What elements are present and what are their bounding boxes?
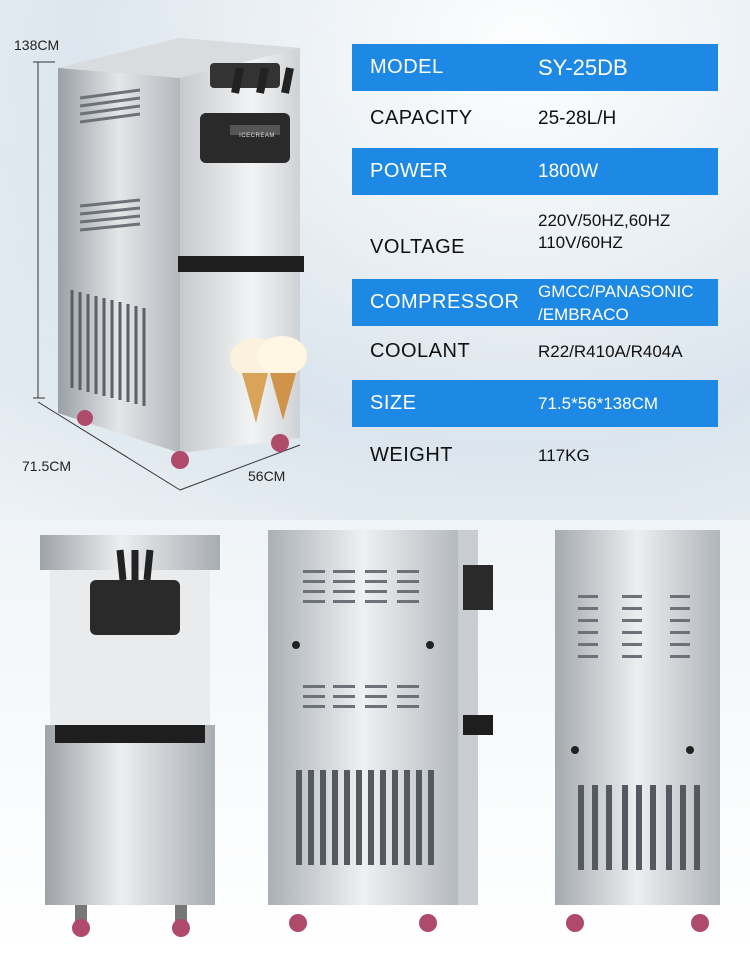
side-view-machine-image (268, 530, 493, 932)
spec-label: MODEL (370, 56, 444, 78)
spec-label: CAPACITY (370, 107, 473, 129)
spec-value: 1800W (538, 160, 599, 182)
spec-value-line2: 110V/60HZ (538, 233, 623, 252)
spec-label: VOLTAGE (370, 236, 466, 258)
spec-value: SY-25DB (538, 54, 628, 80)
spec-label: WEIGHT (370, 444, 453, 466)
spec-label: POWER (370, 160, 449, 182)
spec-row-size: SIZE 71.5*56*138CM (352, 380, 718, 427)
spec-value-line1: 220V/50HZ,60HZ (538, 211, 671, 230)
spec-row-weight: WEIGHT 117KG (352, 432, 718, 479)
spec-row-power: POWER 1800W (352, 148, 718, 195)
height-dimension-label: 138CM (14, 37, 60, 53)
spec-label: COMPRESSOR (370, 291, 520, 313)
icecream-badge: ICECREAM (239, 133, 275, 139)
spec-row-model: MODEL SY-25DB (352, 44, 718, 91)
spec-row-coolant: COOLANT R22/R410A/R404A (352, 328, 718, 375)
spec-value: 25-28L/H (538, 107, 617, 129)
spec-value: R22/R410A/R404A (538, 341, 683, 361)
spec-value-line1: GMCC/PANASONIC (538, 282, 694, 301)
spec-row-capacity: CAPACITY 25-28L/H (352, 95, 718, 142)
spec-label: SIZE (370, 392, 417, 414)
spec-label: COOLANT (370, 340, 471, 362)
spec-value-line2: /EMBRACO (538, 305, 629, 324)
depth-dimension-label: 71.5CM (22, 458, 72, 474)
back-view-machine-image (555, 530, 720, 932)
spec-value: 71.5*56*138CM (538, 393, 659, 413)
dimension-lines (33, 61, 301, 491)
spec-row-voltage: VOLTAGE 220V/50HZ,60HZ 110V/60HZ (352, 210, 718, 270)
main-machine-image (58, 38, 307, 469)
front-view-machine-image (40, 535, 220, 937)
spec-value: 117KG (538, 445, 590, 465)
width-dimension-label: 56CM (248, 468, 286, 484)
spec-row-compressor: COMPRESSOR GMCC/PANASONIC /EMBRACO (352, 279, 718, 326)
